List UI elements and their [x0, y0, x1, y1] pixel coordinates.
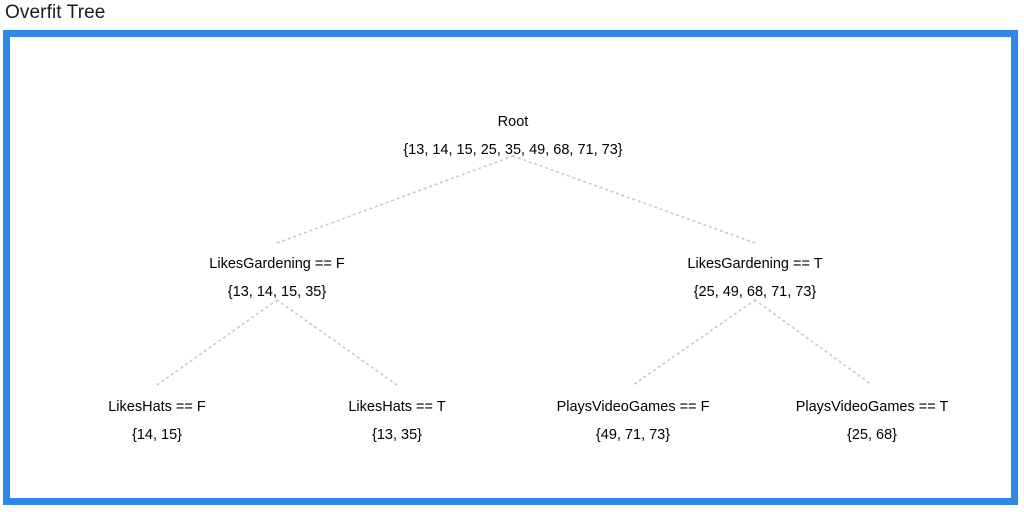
tree-node-label: LikesGardening == F — [209, 256, 345, 272]
tree-node-root[interactable]: Root {13, 14, 15, 25, 35, 49, 68, 71, 73} — [403, 108, 622, 164]
tree-node-likes-gardening-t[interactable]: LikesGardening == T {25, 49, 68, 71, 73} — [687, 250, 822, 306]
page-title: Overfit Tree — [5, 2, 106, 23]
diagram-frame — [3, 30, 1018, 505]
tree-node-set: {25, 68} — [846, 427, 897, 443]
tree-node-label: LikesGardening == T — [687, 256, 823, 272]
tree-node-set: {25, 49, 68, 71, 73} — [693, 284, 817, 300]
tree-node-set: {13, 35} — [371, 427, 422, 443]
tree-node-label: LikesHats == T — [348, 399, 446, 415]
tree-node-likes-hats-t[interactable]: LikesHats == T {13, 35} — [348, 393, 445, 449]
tree-node-likes-hats-f[interactable]: LikesHats == F {14, 15} — [108, 393, 206, 449]
tree-node-set: {13, 14, 15, 35} — [227, 284, 327, 300]
tree-node-label: PlaysVideoGames == T — [795, 399, 949, 415]
tree-node-likes-gardening-f[interactable]: LikesGardening == F {13, 14, 15, 35} — [209, 250, 344, 306]
tree-node-plays-video-games-t[interactable]: PlaysVideoGames == T {25, 68} — [796, 393, 949, 449]
tree-node-set: {13, 14, 15, 25, 35, 49, 68, 71, 73} — [403, 142, 623, 158]
tree-node-label: PlaysVideoGames == F — [556, 399, 710, 415]
tree-node-set: {49, 71, 73} — [595, 427, 671, 443]
tree-node-plays-video-games-f[interactable]: PlaysVideoGames == F {49, 71, 73} — [557, 393, 710, 449]
tree-node-label: Root — [497, 114, 529, 130]
tree-node-set: {14, 15} — [131, 427, 182, 443]
tree-node-label: LikesHats == F — [108, 399, 206, 415]
